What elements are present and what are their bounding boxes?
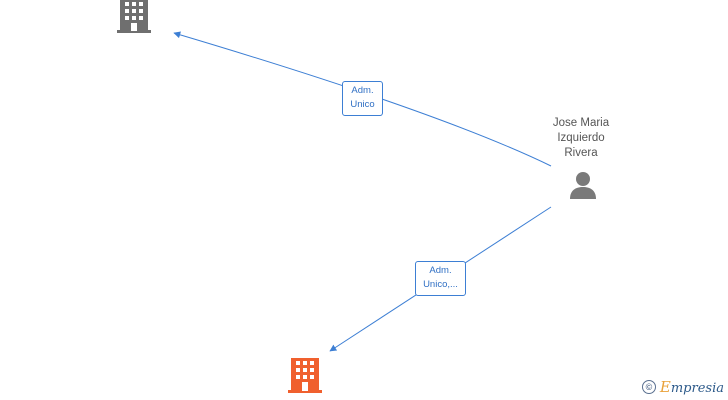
person-name-line2: Izquierdo <box>557 132 605 144</box>
person-name-line1: Jose Maria <box>552 117 610 129</box>
person-name-line3: Rivera <box>564 147 598 159</box>
edge-label-bottom[interactable]: Adm. Unico,... <box>415 261 466 296</box>
person-name: Jose Maria Izquierdo Rivera <box>521 116 641 161</box>
person-node[interactable] <box>568 170 598 200</box>
edge-label-top[interactable]: Adm. Unico <box>342 81 383 116</box>
building-icon <box>117 0 151 33</box>
edge-label-top-line2: Unico <box>350 99 375 110</box>
brand-watermark: © Empresia <box>641 378 724 396</box>
company-node-top[interactable] <box>117 0 153 33</box>
edge-label-bottom-line2: Unico,... <box>423 279 458 290</box>
brand-name: Empresia <box>659 378 724 396</box>
company-node-bottom[interactable] <box>288 358 324 394</box>
person-icon <box>570 172 596 199</box>
edge-label-bottom-line1: Adm. <box>429 265 452 276</box>
edge-label-top-line1: Adm. <box>351 85 374 96</box>
building-icon <box>288 358 322 393</box>
copyright-icon: © <box>641 380 656 394</box>
edge-line-top <box>173 31 552 167</box>
